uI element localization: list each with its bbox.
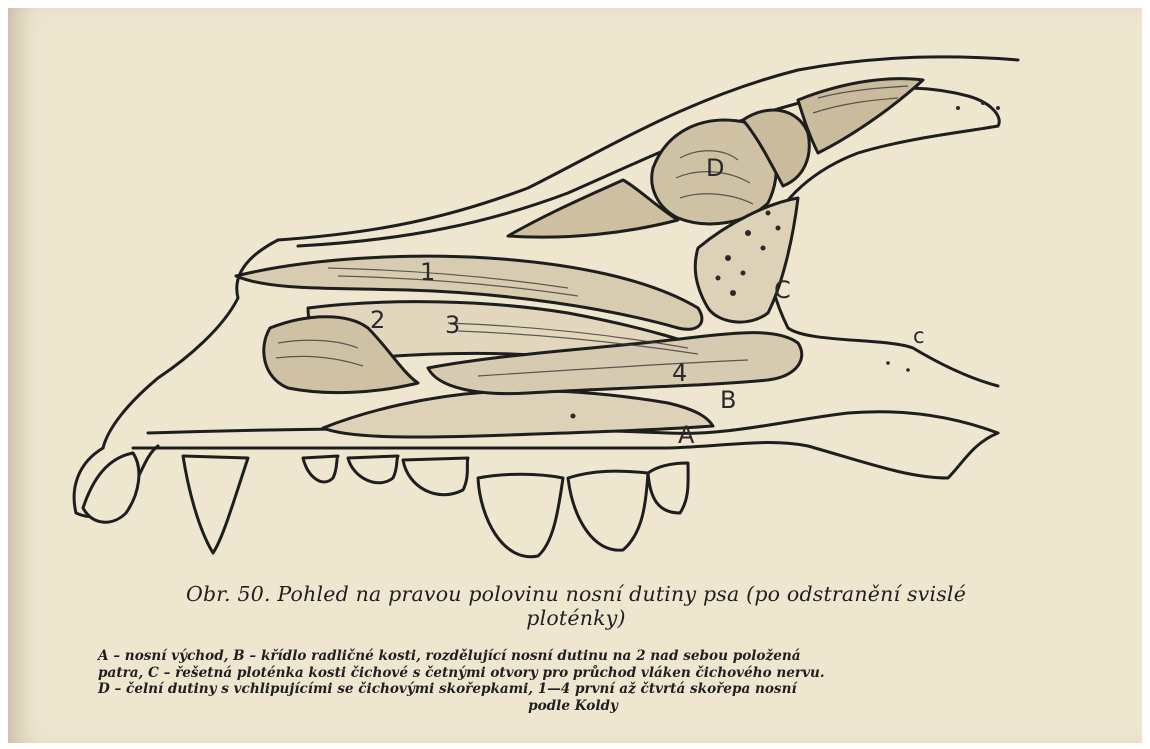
incisor-teeth bbox=[83, 453, 139, 522]
label-4: 4 bbox=[672, 359, 687, 387]
label-a: A bbox=[678, 421, 695, 449]
anatomical-figure: D C c B A 1 2 3 4 bbox=[8, 8, 1142, 568]
label-b: B bbox=[720, 386, 736, 414]
figure-legend: A – nosní východ, B – křídlo radličné ko… bbox=[98, 648, 1048, 714]
label-3: 3 bbox=[445, 311, 460, 339]
caption-title-line-2: ploténky) bbox=[88, 606, 1064, 630]
legend-line-4: podle Koldy bbox=[98, 698, 1048, 715]
molar-1 bbox=[568, 471, 648, 550]
legend-line-1: A – nosní východ, B – křídlo radličné ko… bbox=[98, 648, 1048, 665]
label-c-lower: c bbox=[913, 324, 925, 348]
canine-tooth bbox=[183, 456, 248, 553]
label-d: D bbox=[706, 154, 724, 182]
scanned-page: D C c B A 1 2 3 4 Obr. 50. Pohled na pra… bbox=[8, 8, 1142, 743]
figure-caption-title: Obr. 50. Pohled na pravou polovinu nosní… bbox=[88, 582, 1064, 630]
skull-drawing: D C c B A 1 2 3 4 bbox=[8, 8, 1142, 568]
vomer-wing bbox=[323, 391, 713, 437]
premolar-3 bbox=[403, 458, 468, 495]
premolar-1 bbox=[303, 456, 338, 482]
legend-line-3: D – čelní dutiny s vchlipujícími se čich… bbox=[98, 681, 1048, 698]
label-c-upper: C bbox=[774, 276, 791, 304]
legend-line-2: patra, C – řešetná ploténka kosti čichov… bbox=[98, 665, 1048, 682]
label-1: 1 bbox=[420, 258, 435, 286]
molar-2 bbox=[648, 463, 688, 513]
carnassial bbox=[478, 474, 563, 556]
caption-title-line-1: Obr. 50. Pohled na pravou polovinu nosní… bbox=[186, 582, 966, 606]
label-2: 2 bbox=[370, 306, 385, 334]
premolar-2 bbox=[348, 456, 398, 483]
palate-line bbox=[133, 433, 998, 478]
